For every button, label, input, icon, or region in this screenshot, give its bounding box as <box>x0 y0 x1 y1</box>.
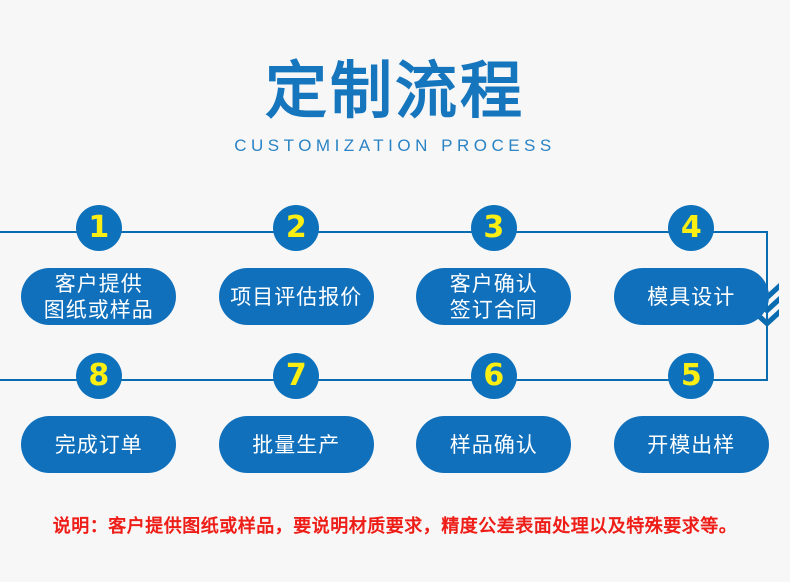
step-label-line: 完成订单 <box>54 432 143 457</box>
step-label-line: 模具设计 <box>647 284 736 309</box>
step-label-line: 开模出样 <box>647 432 736 457</box>
connector-line-top-row <box>0 231 768 233</box>
step-number-badge-1: 1 <box>75 205 122 251</box>
step-number-badge-2: 2 <box>273 205 320 251</box>
step-number-badge-3: 3 <box>470 205 517 251</box>
step-label-line: 项目评估报价 <box>230 284 363 309</box>
flow-step-5[interactable]: 5 开模出样 <box>593 353 790 473</box>
step-label-pill-8[interactable]: 完成订单 <box>21 416 177 473</box>
step-label-line: 签订合同 <box>449 297 538 322</box>
flow-step-4[interactable]: 4 模具设计 <box>593 205 790 325</box>
step-label-pill-1[interactable]: 客户提供 图纸或样品 <box>21 268 177 325</box>
step-number-badge-6: 6 <box>470 353 517 399</box>
flow-step-6[interactable]: 6 样品确认 <box>395 353 593 473</box>
footer-note: 说明：客户提供图纸或样品，要说明材质要求，精度公差表面处理以及特殊要求等。 <box>52 516 738 537</box>
step-label-line: 批量生产 <box>252 432 341 457</box>
step-number-badge-7: 7 <box>273 353 320 399</box>
step-label-line: 客户提供 <box>54 271 143 296</box>
step-label-pill-4[interactable]: 模具设计 <box>613 268 769 325</box>
flow-step-7[interactable]: 7 批量生产 <box>198 353 396 473</box>
step-label-line: 样品确认 <box>449 432 538 457</box>
step-label-pill-3[interactable]: 客户确认 签订合同 <box>416 268 572 325</box>
step-label-pill-6[interactable]: 样品确认 <box>416 416 572 473</box>
page-subtitle: CUSTOMIZATION PROCESS <box>234 136 556 155</box>
step-number-badge-8: 8 <box>75 353 122 399</box>
flow-step-3[interactable]: 3 客户确认 签订合同 <box>395 205 593 325</box>
flow-step-8[interactable]: 8 完成订单 <box>0 353 198 473</box>
flow-row-bottom: 8 完成订单 7 批量生产 6 样品确认 5 开模出样 <box>0 353 790 473</box>
flow-row-top: 1 客户提供 图纸或样品 2 项目评估报价 3 客户确认 签订合同 4 模具设计 <box>0 205 790 325</box>
header-block: 定制流程 CUSTOMIZATION PROCESS <box>0 56 790 156</box>
page-title: 定制流程 <box>264 54 525 127</box>
step-label-line: 客户确认 <box>449 271 538 296</box>
step-number-badge-5: 5 <box>668 353 715 399</box>
step-number-badge-4: 4 <box>668 205 715 251</box>
flow-step-1[interactable]: 1 客户提供 图纸或样品 <box>0 205 198 325</box>
step-label-line: 图纸或样品 <box>43 297 154 322</box>
step-label-pill-2[interactable]: 项目评估报价 <box>218 268 374 325</box>
flow-step-2[interactable]: 2 项目评估报价 <box>198 205 396 325</box>
connector-line-bottom-row <box>0 379 768 381</box>
step-label-pill-5[interactable]: 开模出样 <box>613 416 769 473</box>
step-label-pill-7[interactable]: 批量生产 <box>218 416 374 473</box>
